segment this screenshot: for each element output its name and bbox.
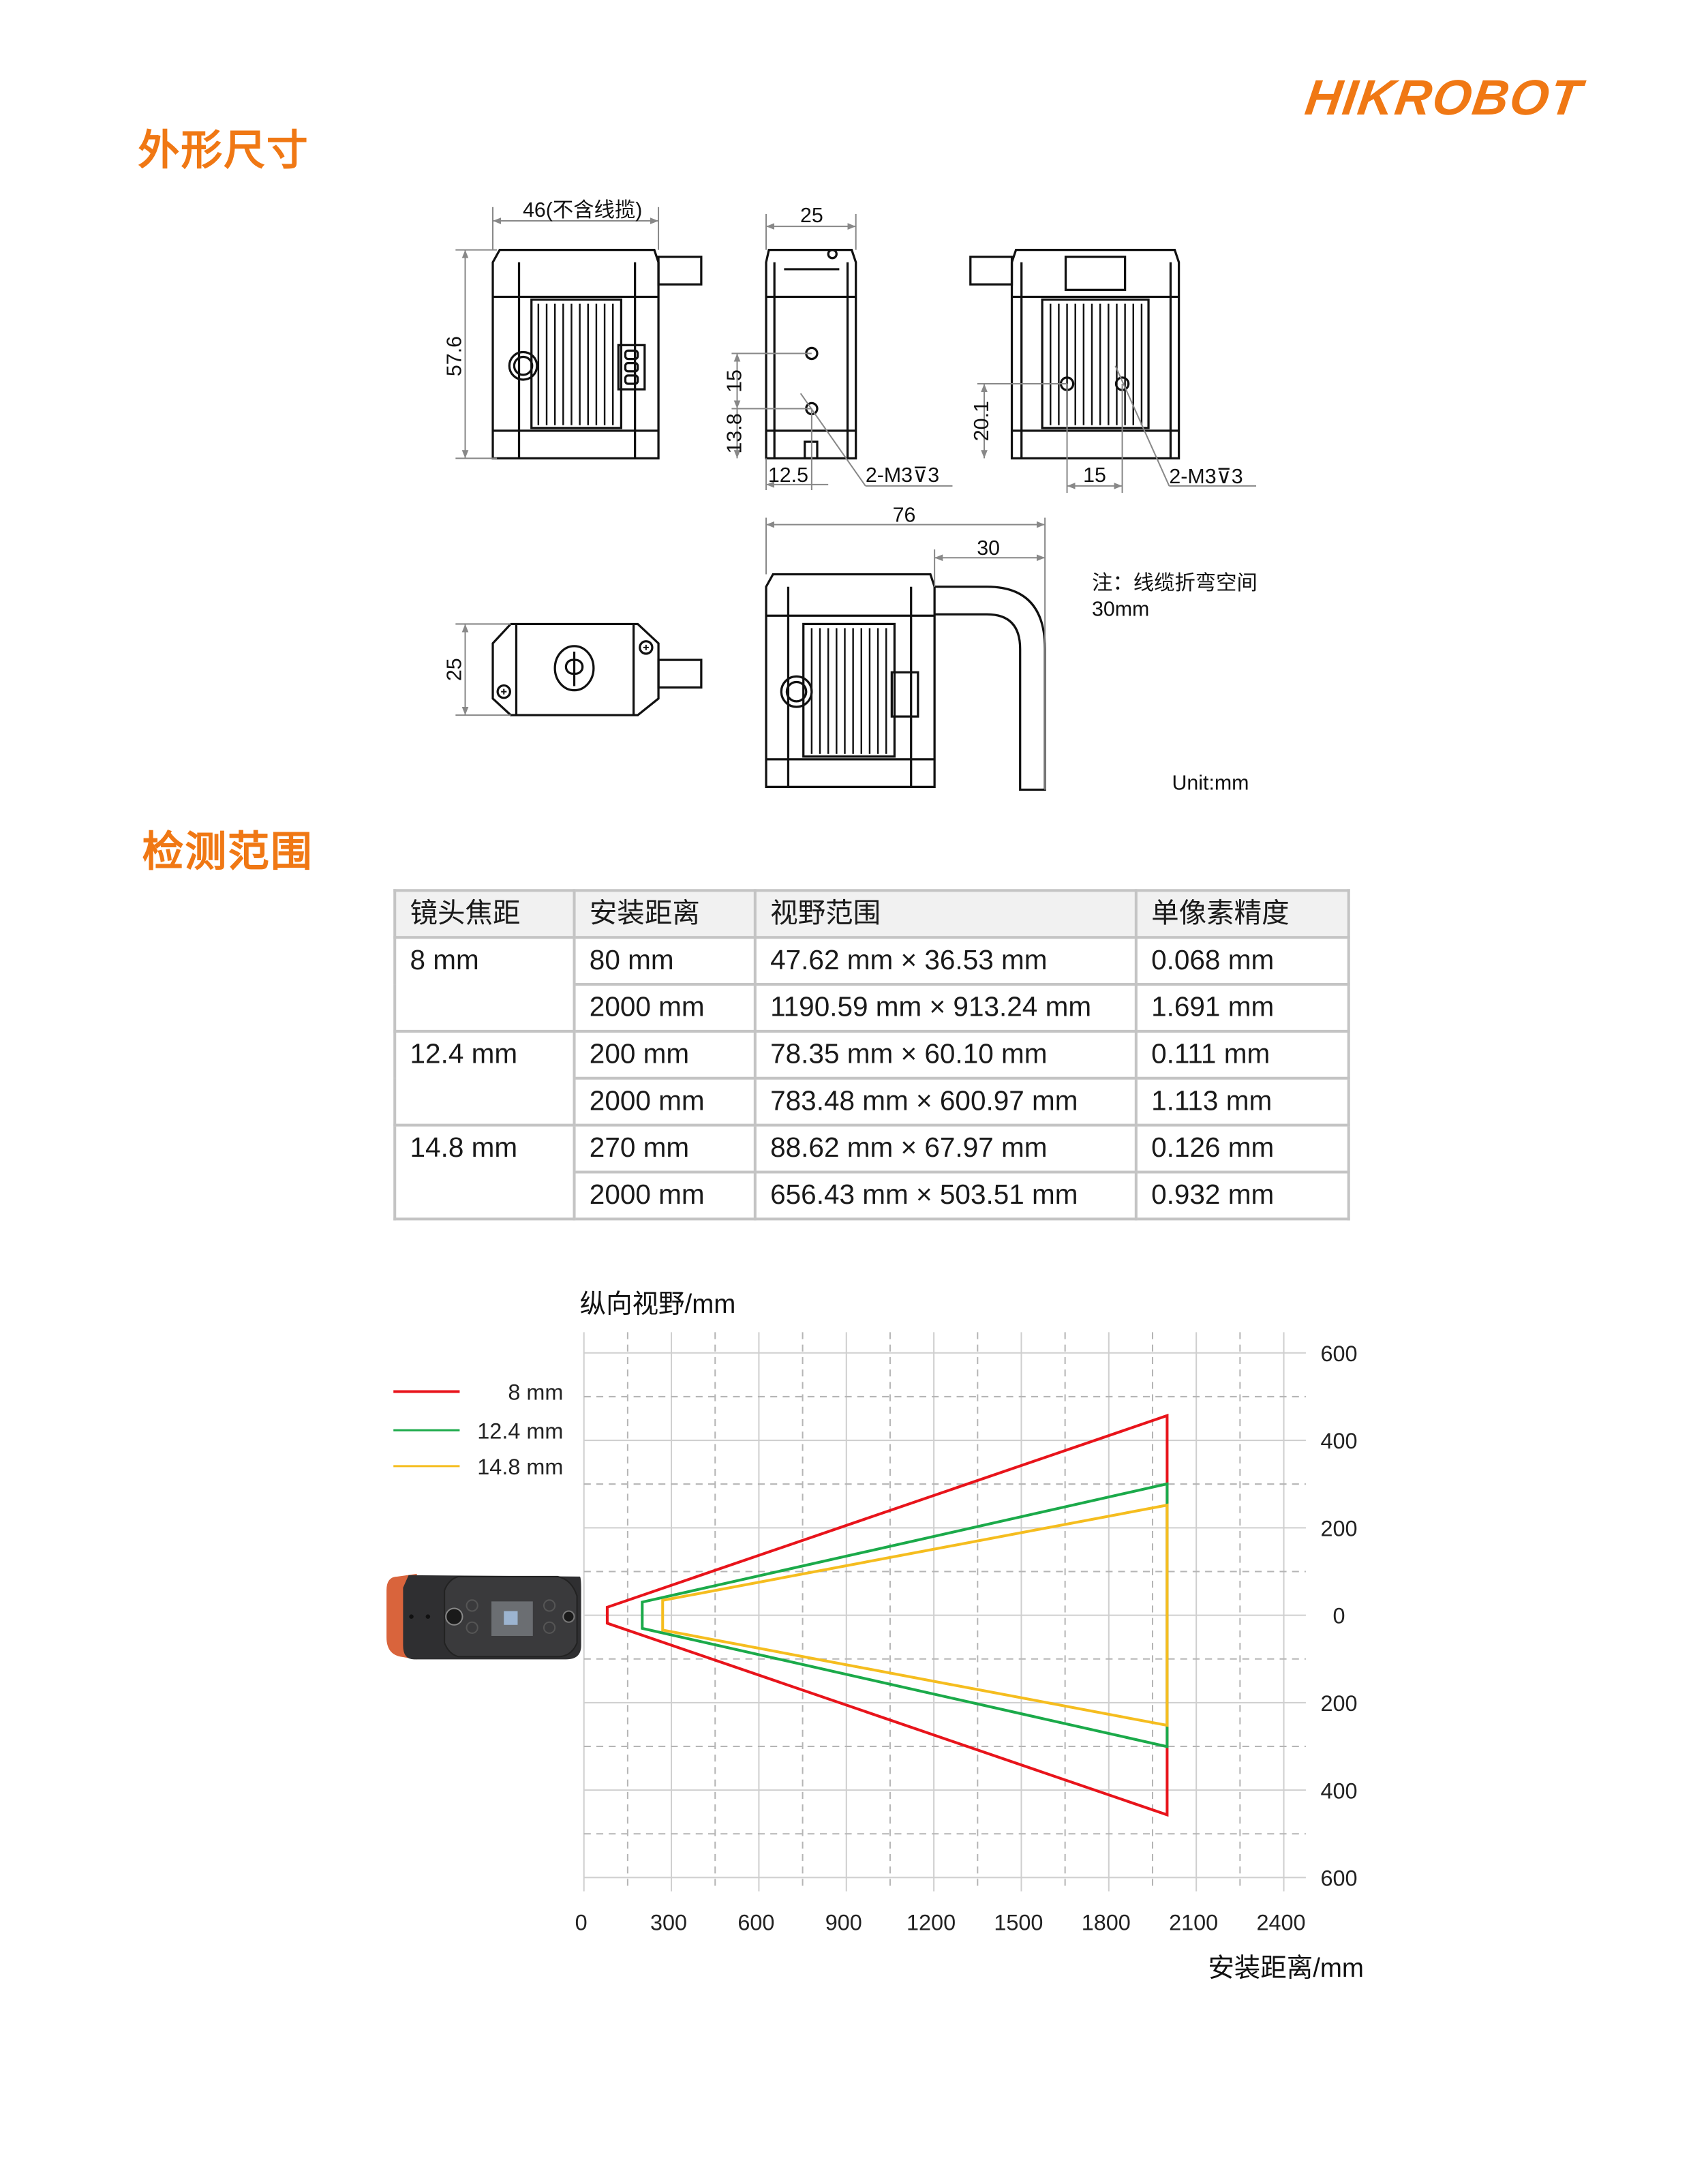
fov-cell: 78.35 mm × 60.10 mm — [753, 1029, 1138, 1080]
accuracy-cell: 0.068 mm — [1134, 936, 1350, 986]
y-axis-title: 纵向视野/mm — [580, 1290, 736, 1319]
fov-cell: 1190.59 mm × 913.24 mm — [753, 983, 1138, 1033]
series-12-4-mm-fov-outline — [641, 1482, 1169, 1748]
header-install-distance: 安装距离 — [573, 889, 757, 939]
x-axis-title: 安装距离/mm — [1208, 1954, 1364, 1983]
x-tick-label: 1200 — [907, 1910, 956, 1935]
dim-overall-length: 76 — [893, 504, 916, 527]
y-tick-label: 200 — [1321, 1516, 1358, 1541]
dim-side-width: 25 — [800, 204, 823, 227]
x-tick-label: 1500 — [994, 1910, 1043, 1935]
cable-note-line2: 30mm — [1092, 598, 1149, 620]
dim-side-15: 15 — [724, 369, 746, 393]
focal-cell: 8 mm — [393, 936, 576, 1033]
x-tick-label: 2100 — [1169, 1910, 1218, 1935]
table-row: 12.4 mm 200 mm 78.35 mm × 60.10 mm 0.111… — [393, 1029, 1350, 1127]
series-14-8-mm-fov-outline — [661, 1503, 1169, 1727]
x-tick-label: 900 — [825, 1910, 862, 1935]
accuracy-cell: 1.691 mm — [1134, 983, 1350, 1033]
y-tick-label: 200 — [1321, 1691, 1358, 1716]
y-tick-label: 400 — [1321, 1429, 1358, 1453]
y-tick-label: 600 — [1321, 1866, 1358, 1891]
dim-side-12-5: 12.5 — [768, 464, 808, 487]
header-pixel-accuracy: 单像素精度 — [1134, 889, 1350, 939]
y-tick-label: 400 — [1321, 1778, 1358, 1803]
fov-cell: 783.48 mm × 600.97 mm — [753, 1076, 1138, 1127]
distance-cell: 2000 mm — [573, 1076, 757, 1127]
y-tick-label: 600 — [1321, 1341, 1358, 1366]
series-8-mm-fov-outline — [605, 1413, 1169, 1817]
distance-cell: 270 mm — [573, 1123, 757, 1174]
chart-legend: 8 mm 12.4 mm 14.8 mm — [393, 1380, 563, 1479]
dim-front-width: 46(不含线揽) — [523, 198, 642, 222]
dim-back-20-1: 20.1 — [971, 401, 993, 441]
fov-cell: 656.43 mm × 503.51 mm — [753, 1170, 1138, 1221]
x-tick-label: 0 — [575, 1910, 588, 1935]
x-tick-label: 1800 — [1082, 1910, 1131, 1935]
accuracy-cell: 0.111 mm — [1134, 1029, 1350, 1080]
side-view-drawing — [765, 248, 857, 460]
focal-cell: 12.4 mm — [393, 1029, 576, 1127]
top-view-drawing — [491, 622, 703, 716]
x-tick-label: 300 — [650, 1910, 687, 1935]
distance-cell: 2000 mm — [573, 1170, 757, 1221]
accuracy-cell: 0.932 mm — [1134, 1170, 1350, 1221]
accuracy-cell: 0.126 mm — [1134, 1123, 1350, 1174]
dim-back-15: 15 — [1083, 464, 1106, 487]
side-thread-label: 2-M3⊽3 — [866, 464, 939, 487]
dimension-drawings: 46(不含线揽) 57.6 25 15 13.8 12.5 2-M3⊽3 20.… — [443, 198, 1258, 794]
legend-label: 12.4 mm — [477, 1419, 563, 1443]
dim-cable-length: 30 — [977, 537, 1000, 560]
legend-label: 8 mm — [508, 1380, 563, 1405]
cable-note-line1: 注：线缆折弯空间 — [1092, 571, 1258, 594]
dim-top-depth: 25 — [443, 658, 466, 681]
field-of-view-chart: 0 300 600 900 1200 1500 1800 2100 2400 600 400 200 0… — [386, 1290, 1364, 1983]
product-photo — [386, 1573, 581, 1660]
table-row: 2000 mm 656.43 mm × 503.51 mm 0.932 mm — [395, 1170, 1350, 1221]
fov-cell: 47.62 mm × 36.53 mm — [753, 936, 1138, 986]
table-row: 8 mm 80 mm 47.62 mm × 36.53 mm 0.068 mm — [393, 936, 1350, 1033]
header-field-of-view: 视野范围 — [753, 889, 1138, 939]
table-row: 2000 mm 783.48 mm × 600.97 mm 1.113 mm — [395, 1076, 1350, 1127]
chart-grid — [583, 1332, 1306, 1892]
front-view-drawing — [491, 248, 703, 460]
section-title-dimensions: 外形尺寸 — [138, 127, 309, 176]
dim-front-height: 57.6 — [443, 336, 466, 376]
chart-series — [605, 1413, 1169, 1817]
fov-cell: 88.62 mm × 67.97 mm — [753, 1123, 1138, 1174]
detection-range-table: 镜头焦距 安装距离 视野范围 单像素精度 8 mm 80 mm 47.62 mm… — [393, 889, 1350, 1221]
distance-cell: 2000 mm — [573, 983, 757, 1033]
legend-label: 14.8 mm — [477, 1455, 563, 1479]
chart-ticks: 0 300 600 900 1200 1500 1800 2100 2400 600 400 200 0… — [575, 1341, 1358, 1935]
dimension-lines — [455, 207, 1257, 790]
cable-bend-view-drawing — [765, 573, 1046, 791]
y-tick-label: 0 — [1333, 1604, 1345, 1628]
x-tick-label: 600 — [737, 1910, 774, 1935]
table-row: 14.8 mm 270 mm 88.62 mm × 67.97 mm 0.126… — [393, 1123, 1350, 1221]
dim-side-13-8: 13.8 — [724, 413, 746, 453]
focal-cell: 14.8 mm — [393, 1123, 576, 1221]
table-header-row: 镜头焦距 安装距离 视野范围 单像素精度 — [393, 889, 1350, 939]
distance-cell: 200 mm — [573, 1029, 757, 1080]
x-tick-label: 2400 — [1256, 1910, 1305, 1935]
back-view-drawing — [969, 248, 1180, 460]
section-title-detection-range: 检测范围 — [142, 828, 314, 877]
distance-cell: 80 mm — [573, 936, 757, 986]
unit-label: Unit:mm — [1172, 772, 1249, 794]
header-focal-length: 镜头焦距 — [393, 889, 576, 939]
back-thread-label: 2-M3⊽3 — [1169, 466, 1243, 488]
accuracy-cell: 1.113 mm — [1134, 1076, 1350, 1127]
table-row: 2000 mm 1190.59 mm × 913.24 mm 1.691 mm — [395, 983, 1350, 1033]
